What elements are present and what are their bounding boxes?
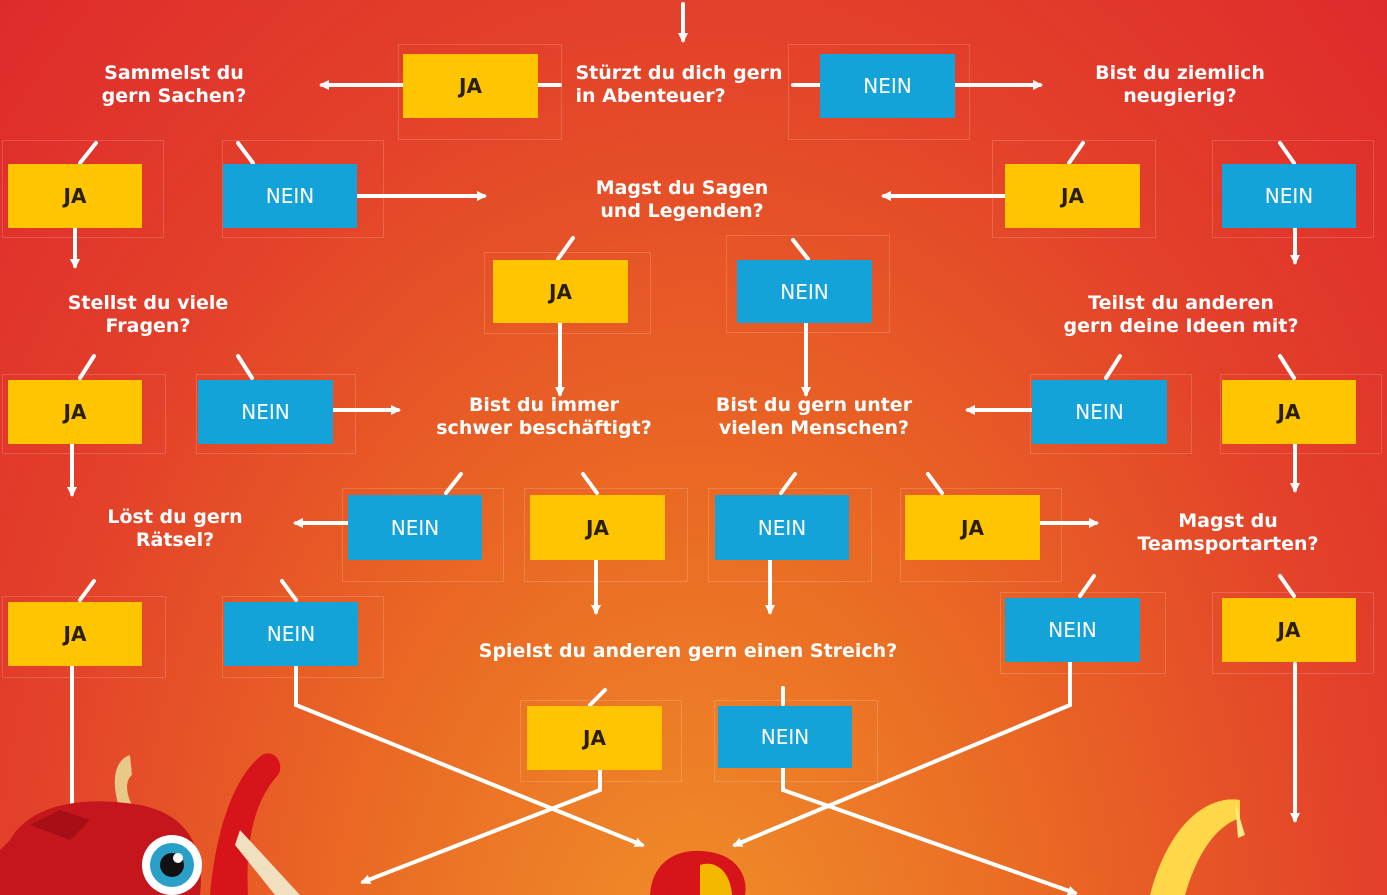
- connector: [1067, 141, 1085, 165]
- connector: [556, 236, 575, 261]
- answer-no-menschen: NEIN: [715, 495, 849, 560]
- answer-yes-sagen: JA: [493, 260, 628, 323]
- answer-no-sammeln: NEIN: [223, 164, 357, 228]
- connector: [1278, 574, 1296, 598]
- connector: [444, 472, 463, 495]
- arrow-streich-nein: [781, 766, 1078, 895]
- answer-no-neugierig: NEIN: [1222, 164, 1356, 228]
- answer-yes-beschaeftigt: JA: [530, 495, 665, 560]
- arrow-raetsel-nein-to-center: [294, 665, 645, 848]
- answer-no-raetsel: NEIN: [224, 602, 358, 666]
- dragon-figure-left: [0, 753, 300, 895]
- answer-yes-ideen: JA: [1222, 380, 1356, 444]
- answer-yes-fragen: JA: [8, 380, 142, 444]
- connector: [588, 688, 607, 707]
- connector: [1078, 574, 1096, 598]
- connector: [1278, 354, 1296, 380]
- answer-yes-streich: JA: [527, 706, 662, 770]
- answer-no-sagen: NEIN: [737, 260, 872, 323]
- connector: [280, 579, 298, 602]
- dragon-figure-right: [1150, 799, 1245, 895]
- answer-yes-abenteuer: JA: [403, 54, 538, 118]
- answer-no-team: NEIN: [1005, 598, 1140, 662]
- connector: [791, 238, 810, 261]
- connector: [779, 472, 797, 495]
- connector: [78, 579, 96, 602]
- arrow-team-nein-to-center: [732, 660, 1072, 847]
- answer-yes-sammeln: JA: [8, 164, 142, 228]
- answer-yes-neugierig: JA: [1005, 164, 1140, 228]
- dragon-figure-center: [650, 850, 746, 895]
- question-streich: Spielst du anderen gern einen Streich?: [478, 640, 898, 662]
- arrow-streich-ja: [360, 768, 602, 885]
- answer-yes-raetsel: JA: [8, 602, 142, 666]
- connector: [926, 472, 944, 495]
- answer-no-abenteuer: NEIN: [820, 54, 955, 118]
- answer-no-fragen: NEIN: [198, 380, 333, 444]
- connector: [78, 141, 98, 165]
- connector: [581, 472, 599, 495]
- connector: [78, 354, 96, 380]
- connector: [236, 141, 255, 165]
- answer-no-ideen: NEIN: [1032, 380, 1167, 444]
- connector: [1104, 354, 1122, 380]
- answer-no-streich: NEIN: [718, 706, 852, 768]
- answer-yes-team: JA: [1222, 598, 1356, 662]
- answer-yes-menschen: JA: [905, 495, 1040, 560]
- connector: [236, 354, 254, 380]
- answer-no-beschaeftigt: NEIN: [348, 495, 482, 560]
- connector: [1278, 141, 1296, 165]
